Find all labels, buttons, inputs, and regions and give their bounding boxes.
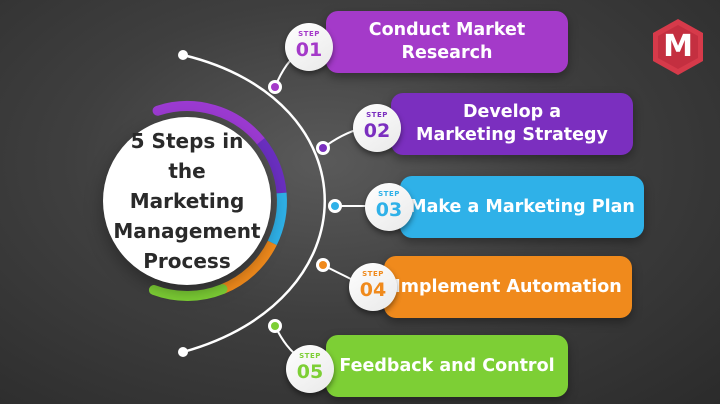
ring-segment-blue [267,192,287,246]
step-4-pill: Implement Automation [384,256,632,318]
step-3-badge-number: 03 [375,199,403,221]
node-dot-1 [268,80,282,94]
step-1-badge-word: STEP [298,30,320,38]
step-5-label: Feedback and Control [339,355,555,376]
step-2-label: Develop a Marketing Strategy [412,101,612,147]
step-2-pill: Develop a Marketing Strategy [391,93,633,155]
step-1-label: Conduct Market Research [368,20,526,63]
step-3-badge-word: STEP [378,190,400,198]
connector-arc [181,53,326,354]
step-4-badge-number: 04 [359,279,387,301]
step-2-badge: STEP 02 [353,104,401,152]
step-3-label: Make a Marketing Plan [409,196,635,217]
arc-start-dot [178,50,188,60]
step-2-badge-word: STEP [366,111,388,119]
step-1-pill: Conduct Market Research [326,11,568,73]
logo-hexagon-icon [653,19,703,75]
step-4-badge: STEP 04 [349,263,397,311]
step-5-badge: STEP 05 [286,345,334,393]
step-5-pill: Feedback and Control [326,335,568,397]
logo-letter: M [663,29,693,64]
arc-end-dot [178,347,188,357]
step-4-label: Implement Automation [394,276,622,297]
node-dot-2 [316,141,330,155]
step-3-pill: Make a Marketing Plan [400,176,644,238]
ring-segment-violet [256,138,287,194]
step-1-badge: STEP 01 [285,23,333,71]
step-1-badge-number: 01 [295,39,323,61]
step-5-badge-word: STEP [299,352,321,360]
center-circle: 5 Steps in the Marketing Management Proc… [103,117,271,285]
brand-logo: M [648,17,708,77]
step-2-badge-number: 02 [363,120,391,142]
ring-segment-orange [220,240,277,294]
step-4-badge-word: STEP [362,270,384,278]
ring-segment-purple [152,101,266,147]
ring-segment-green [148,284,228,301]
center-title: 5 Steps in the Marketing Management Proc… [113,129,261,273]
step-5-badge-number: 05 [296,361,324,383]
node-dot-4 [316,258,330,272]
step-3-badge: STEP 03 [365,183,413,231]
node-dot-5 [268,319,282,333]
node-dot-3 [328,199,342,213]
step-2-label-text: Develop a Marketing Strategy [416,102,608,145]
